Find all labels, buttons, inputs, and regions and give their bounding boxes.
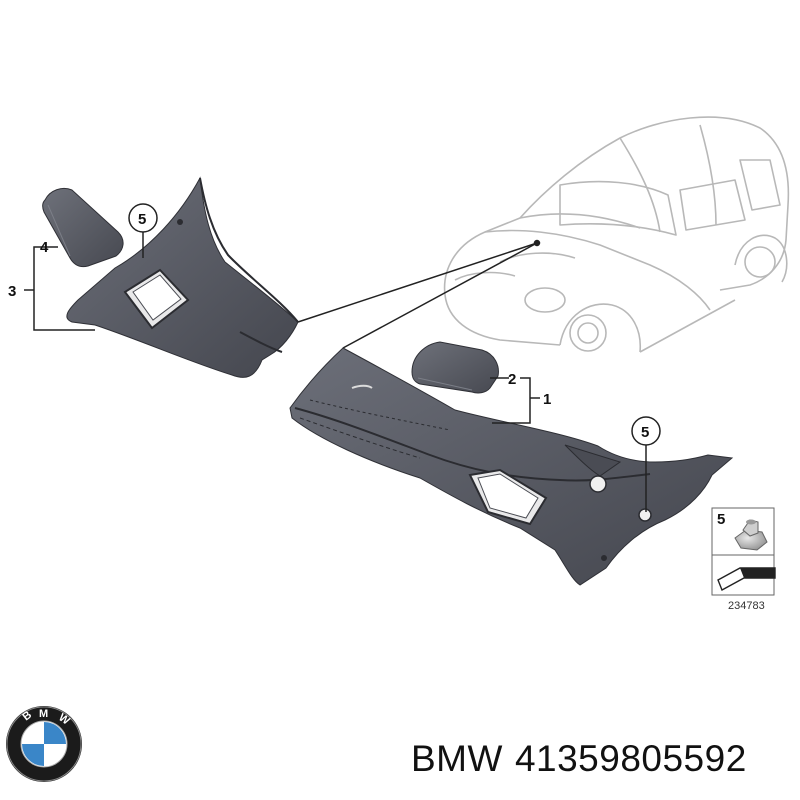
callout-2: 2 xyxy=(508,371,516,388)
svg-text:M: M xyxy=(39,708,48,720)
right-cover-cap xyxy=(411,341,499,394)
caption-brand: BMW xyxy=(411,738,503,779)
direction-arrow-icon xyxy=(717,567,776,591)
car-outline-illustration xyxy=(443,116,790,353)
callout-group-right xyxy=(490,377,661,512)
bmw-logo: B M W xyxy=(6,706,82,782)
callout-group-left xyxy=(24,203,158,331)
callout-1: 1 xyxy=(543,391,551,408)
legend-fastener-number: 5 xyxy=(717,511,725,528)
part-caption: BMW 41359805592 xyxy=(411,738,759,780)
left-cowl-panel xyxy=(66,176,299,378)
left-cover-cap xyxy=(42,187,124,268)
leader-lines xyxy=(297,239,541,349)
callout-5-left: 5 xyxy=(138,211,146,228)
callout-4: 4 xyxy=(40,239,49,256)
callout-3: 3 xyxy=(8,283,16,300)
right-cowl-panel xyxy=(289,347,734,586)
nut-icon xyxy=(734,519,768,551)
callout-5-right: 5 xyxy=(641,424,649,441)
caption-part-number: 41359805592 xyxy=(514,738,747,779)
legend-reference-code: 234783 xyxy=(728,600,765,612)
fastener-legend xyxy=(711,507,776,596)
